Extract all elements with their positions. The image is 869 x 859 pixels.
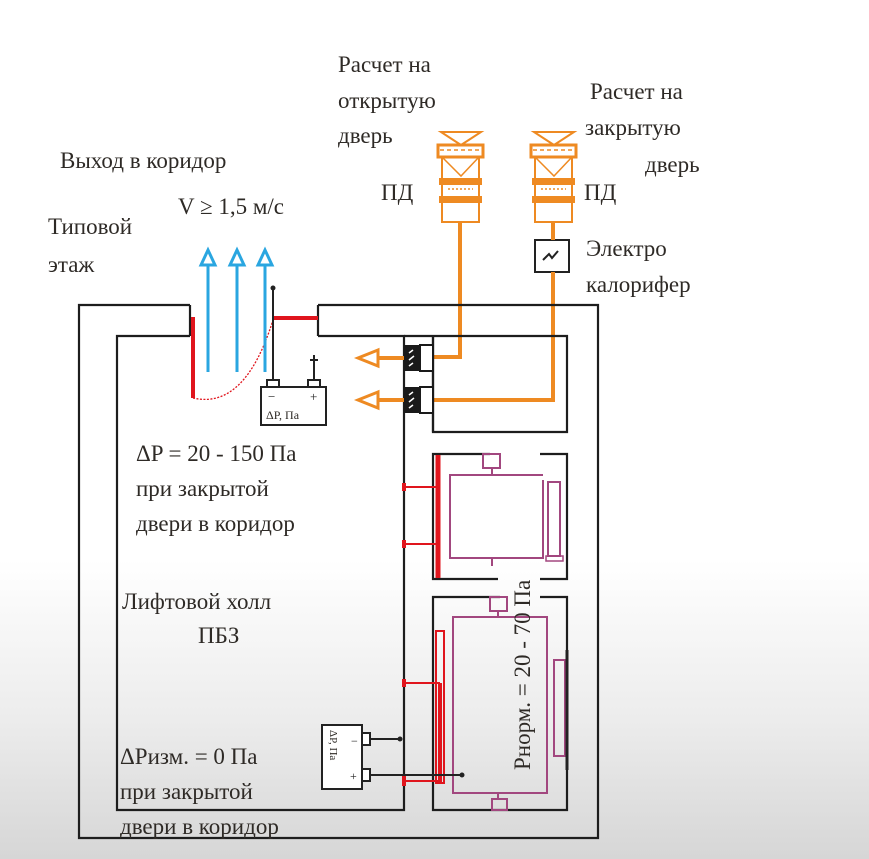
supply-valve-lower-icon — [404, 386, 434, 414]
velocity-label: V ≥ 1,5 м/с — [178, 194, 284, 219]
supply-duct-closed-door — [432, 222, 555, 402]
closed-door-calc-line-1: Расчет на — [590, 79, 683, 104]
pd-left-label: ПД — [381, 180, 414, 205]
typical-floor-label: Типовой этаж — [48, 214, 132, 277]
closed-door-calc-line-2: закрытую — [585, 115, 681, 140]
closed-door-calc-line-3: дверь — [645, 152, 700, 177]
measured-pressure-line-1: ΔPизм. = 0 Па — [120, 744, 258, 769]
electric-heater-line-1: Электро — [586, 236, 667, 261]
exit-airflow-arrows-icon — [198, 246, 275, 372]
pressure-range-line-1: ΔP = 20 - 150 Па — [136, 441, 296, 466]
pressure-range-line-2: при закрытой — [136, 476, 269, 501]
elevator-shaft-upper — [402, 452, 569, 581]
open-door-calc-line-3: дверь — [338, 123, 393, 148]
pressure-range-line-3: двери в коридор — [136, 511, 295, 536]
supply-duct-open-door — [432, 222, 462, 359]
elevator-cabin-upper-icon — [449, 453, 564, 566]
elevator-shaft-lower — [402, 595, 569, 812]
pressure-gauge-top-icon: − + ΔP, Па — [260, 285, 327, 426]
gauge-bottom-minus: − — [351, 734, 358, 748]
electric-heater-line-2: калорифер — [586, 272, 691, 297]
electric-heater-icon — [534, 239, 570, 273]
open-door-calc-label: Расчет на открытую дверь — [338, 52, 436, 148]
supply-fan-right-icon — [529, 131, 578, 223]
open-door-calc-line-1: Расчет на — [338, 52, 431, 77]
typical-floor-line-1: Типовой — [48, 214, 132, 239]
lift-hall-line-1: Лифтовой холл — [122, 589, 271, 614]
airflow-arrow-upper-icon — [353, 347, 404, 369]
airflow-arrow-lower-icon — [353, 389, 404, 411]
typical-floor-line-2: этаж — [48, 252, 94, 277]
pd-right-label: ПД — [584, 180, 617, 205]
gauge-bottom-plus: + — [350, 769, 357, 783]
corridor-door — [191, 316, 318, 400]
supply-valve-upper-icon — [404, 344, 434, 372]
gauge-top-label: ΔP, Па — [266, 408, 300, 422]
measured-pressure-line-2: при закрытой — [120, 779, 253, 804]
pressure-range-label: ΔP = 20 - 150 Па при закрытой двери в ко… — [136, 441, 296, 536]
gauge-top-minus: − — [268, 389, 275, 404]
measured-pressure-line-3: двери в коридор — [120, 814, 279, 839]
building-walls — [77, 303, 600, 840]
norm-pressure-label: Pнорм. = 20 - 70 Па — [510, 580, 535, 770]
pressure-gauge-bottom-icon: ΔP, Па − + — [321, 724, 465, 790]
gauge-bottom-label: ΔP, Па — [327, 730, 339, 760]
supply-fan-left-icon — [436, 131, 485, 223]
closed-door-calc-label: Расчет на закрытую дверь — [585, 79, 700, 177]
landing-door-lower — [402, 630, 445, 786]
open-door-calc-line-2: открытую — [338, 88, 436, 113]
electric-heater-label: Электро калорифер — [586, 236, 691, 297]
elevator-cabin-lower-icon — [452, 596, 569, 811]
lift-hall-label: Лифтовой холл ПБЗ — [122, 589, 271, 648]
corridor-exit-label: Выход в коридор — [60, 148, 226, 173]
lift-hall-line-2: ПБЗ — [198, 623, 239, 648]
measured-pressure-label: ΔPизм. = 0 Па при закрытой двери в корид… — [120, 744, 279, 839]
gauge-top-plus: + — [310, 389, 317, 404]
